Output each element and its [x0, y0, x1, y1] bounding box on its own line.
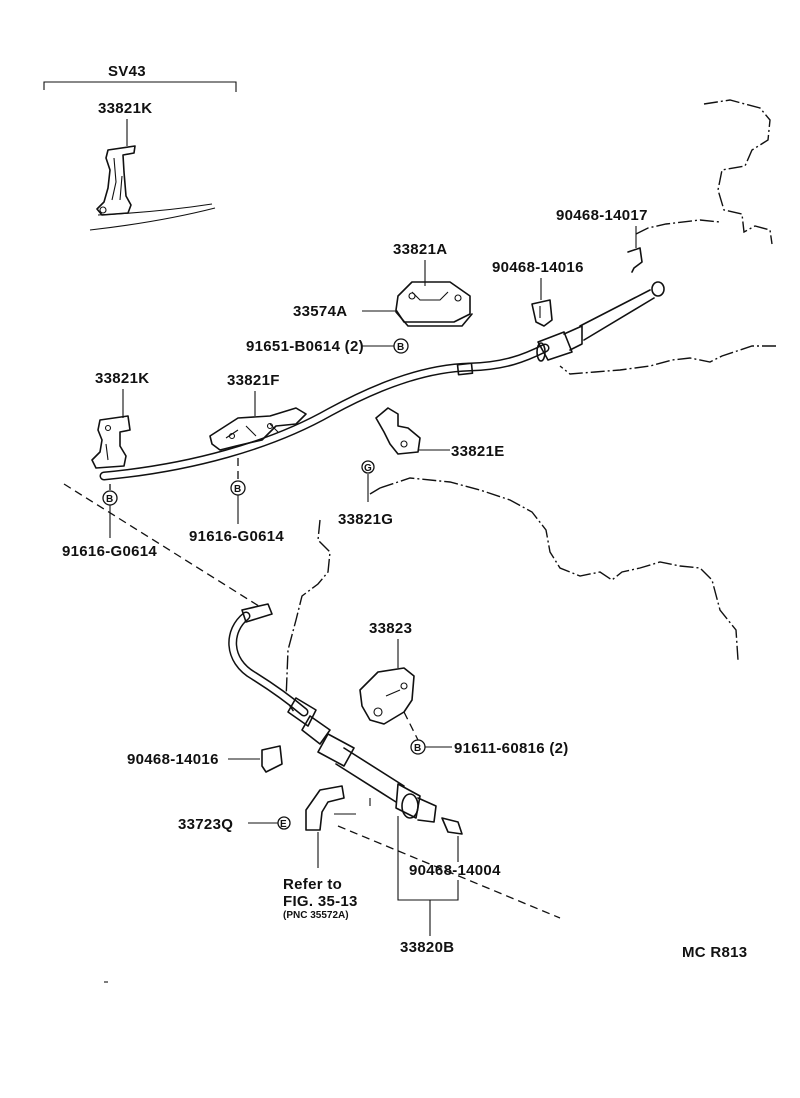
label-33723q: 33723Q	[178, 816, 233, 833]
bolt-91611: B 91611-60816 (2)	[403, 711, 569, 757]
label-91611: 91611-60816 (2)	[454, 740, 569, 757]
nut-33723q: 33723Q E	[178, 816, 291, 833]
label-33574a: 33574A	[293, 303, 347, 320]
label-33821e: 33821E	[451, 443, 505, 460]
bracket-lower	[305, 785, 561, 919]
refer-line2: FIG. 35-13	[283, 893, 358, 910]
label-90468-14016-bot: 90468-14016	[127, 751, 219, 768]
cable-upper	[99, 281, 665, 481]
label-33820b: 33820B	[400, 939, 454, 956]
bolt-91616-mid: B 91616-G0614	[189, 458, 284, 545]
label-90468-14016-top: 90468-14016	[492, 259, 584, 276]
refer-note: Refer to FIG. 35-13 (PNC 35572A)	[283, 832, 358, 921]
label-90468-14004: 90468-14004	[409, 862, 501, 879]
pad-33574a: 33574A	[293, 303, 396, 320]
refer-line3: (PNC 35572A)	[283, 910, 349, 921]
bracket-33821k-top: 33821K	[89, 100, 216, 231]
clip-90468-14016-top: 90468-14016	[492, 259, 584, 327]
bracket-33821k-mid: 33821K	[91, 370, 149, 469]
label-91651: 91651-B0614 (2)	[246, 338, 364, 355]
bolt-symbol: B	[397, 342, 404, 353]
cable-lower	[228, 603, 437, 823]
label-33821f: 33821F	[227, 372, 280, 389]
label-91616-mid: 91616-G0614	[189, 528, 284, 545]
clip-symbol: E	[280, 819, 287, 830]
sv43-label: SV43	[108, 63, 146, 80]
label-33821k-top: 33821K	[98, 100, 152, 117]
bracket-33821f: 33821F	[209, 372, 307, 451]
label-33821k-mid: 33821K	[95, 370, 149, 387]
sv43-group: SV43	[43, 63, 237, 92]
nut-33821g: G 33821G	[338, 460, 393, 528]
clip-90468-14016-bot: 90468-14016	[127, 745, 283, 773]
diagram-code: MC R813	[682, 944, 747, 961]
bolt-symbol-91611: B	[414, 743, 421, 754]
label-91616-left: 91616-G0614	[62, 543, 157, 560]
bolt-symbol-mid: B	[234, 484, 241, 495]
label-90468-14017: 90468-14017	[556, 207, 648, 224]
clip-33821e: 33821E	[375, 407, 505, 460]
bolt-symbol-left: B	[106, 494, 113, 505]
label-33821g: 33821G	[338, 511, 393, 528]
clip-90468-14004: 90468-14004	[409, 817, 501, 879]
bolt-91616-left: B 91616-G0614	[62, 484, 157, 560]
clip-90468-14017: 90468-14017	[556, 207, 648, 273]
bolt-91651: 91651-B0614 (2) B	[246, 338, 409, 355]
transmission-outline	[285, 477, 739, 713]
nut-symbol: G	[364, 463, 372, 474]
floor-outline-top	[559, 99, 776, 375]
bracket-33821a: 33821A	[393, 241, 473, 327]
assembly-33820b: 33820B	[397, 816, 459, 956]
bracket-33823: 33823	[359, 620, 415, 725]
refer-line1: Refer to	[283, 876, 342, 893]
label-33823: 33823	[369, 620, 412, 637]
label-33821a: 33821A	[393, 241, 447, 258]
